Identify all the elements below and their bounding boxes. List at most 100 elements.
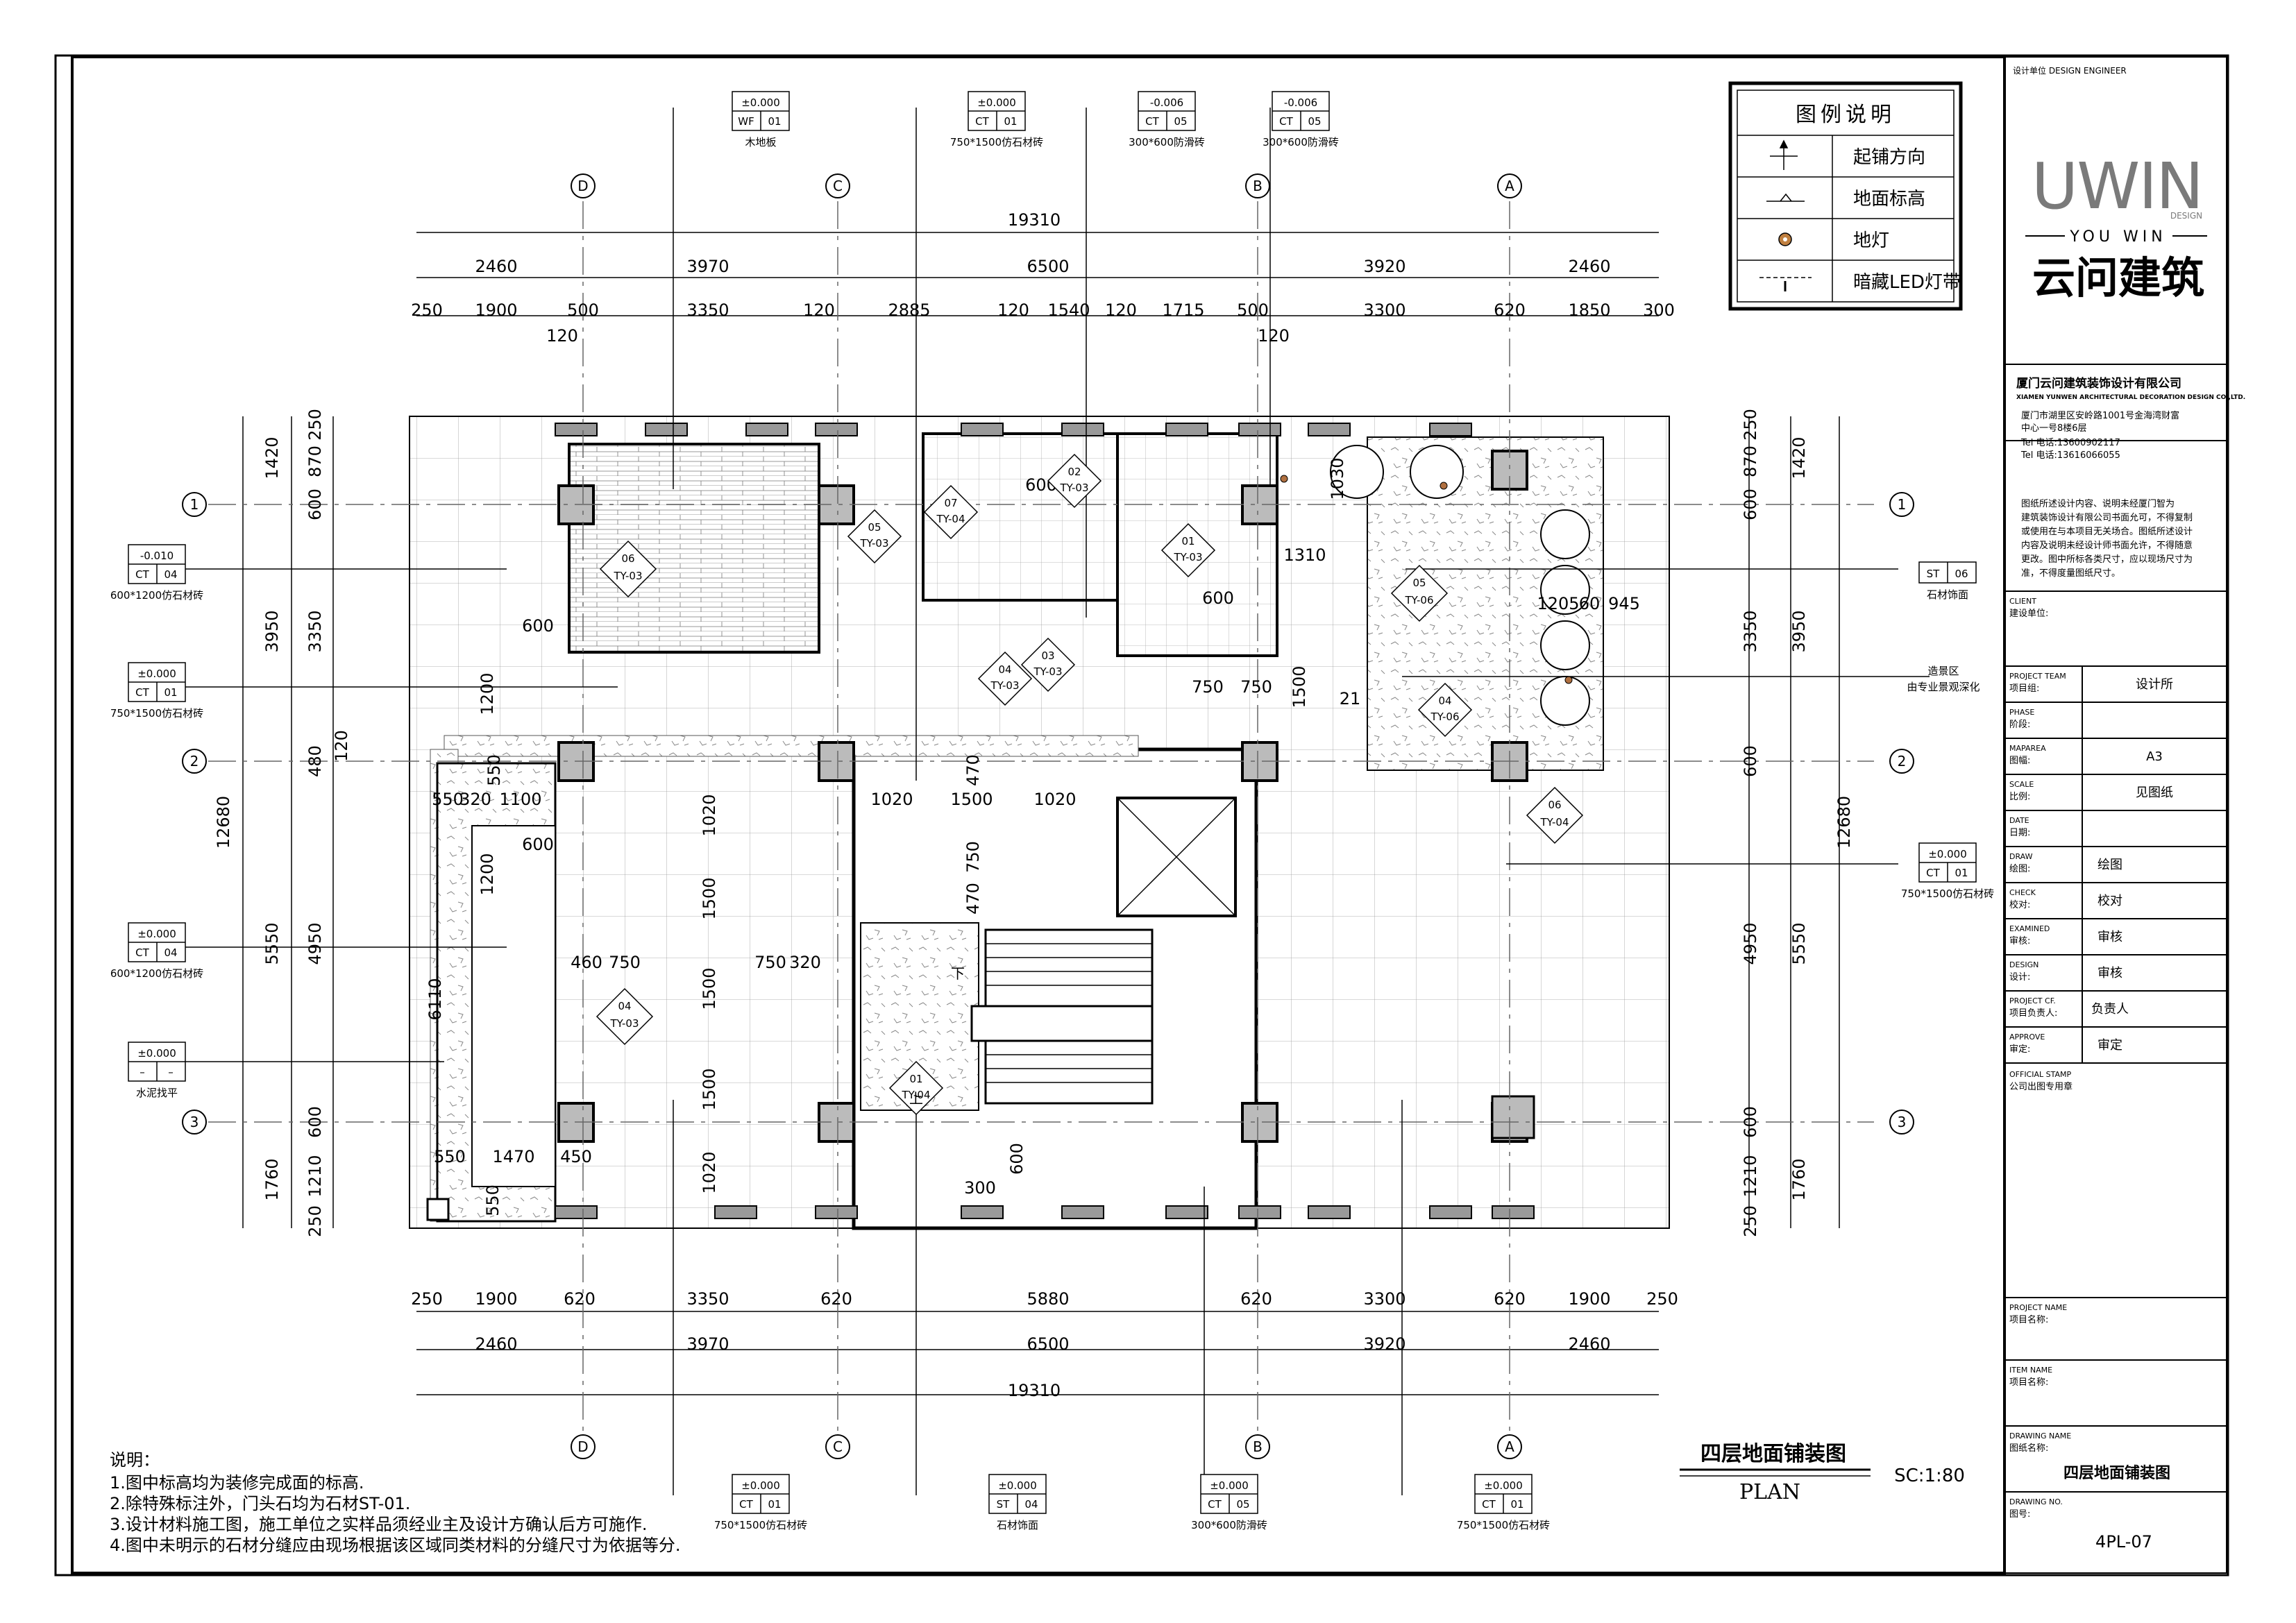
legend-title: 图例说明	[1796, 103, 1896, 127]
tag-level: ±0.000	[1928, 848, 1967, 860]
dim-top3: 3350	[686, 300, 729, 320]
dim-top3-small: 120	[546, 326, 578, 346]
tag-level: -0.010	[140, 550, 174, 562]
dim-bot1: 5880	[1027, 1289, 1069, 1309]
drawing-no-value: 4PL-07	[2095, 1532, 2152, 1552]
dim-left-inner: 250	[305, 409, 325, 441]
dim-top3: 1850	[1568, 300, 1610, 320]
tag-code: CT	[135, 946, 149, 959]
dim-top3: 2885	[888, 300, 930, 320]
row-value: 负责人	[2091, 1002, 2129, 1017]
tag-level: ±0.000	[998, 1479, 1037, 1492]
dim-bot-total: 19310	[1008, 1381, 1061, 1400]
tag-label: 600*1200仿石材砖	[110, 967, 203, 980]
dim-interior: 1310	[1283, 545, 1326, 565]
tag-label: 石材饰面	[997, 1519, 1038, 1531]
dim-interior: 600	[1202, 588, 1234, 608]
dim-left-mid: 5550	[262, 922, 282, 965]
dim-interior: 320	[459, 790, 491, 809]
dim-bot1: 620	[820, 1289, 852, 1309]
row-en: PROJECT TEAM	[2009, 672, 2066, 681]
drawing-scale: SC:1:80	[1894, 1465, 1965, 1486]
dim-interior: 60	[1579, 594, 1601, 613]
axis-top-c: C	[833, 178, 843, 194]
legend-item-label: 地灯	[1853, 230, 1889, 251]
dim-top3: 300	[1643, 300, 1675, 320]
notes-line: 2.除特殊标注外，门头石均为石材ST-01.	[110, 1494, 410, 1513]
dim-left-inner: 4950	[305, 922, 325, 965]
drawing-title-block: 四层地面铺装图 PLAN SC:1:80	[1680, 1442, 1965, 1504]
diamond-num: 07	[944, 497, 957, 509]
tag-code: CT	[1145, 115, 1159, 128]
drawing-name-cn: 图纸名称:	[2009, 1443, 2048, 1454]
dim-interior: 300	[964, 1178, 996, 1198]
tag-label: 300*600防滑砖	[1191, 1519, 1267, 1531]
diamond-num: 05	[1412, 577, 1426, 589]
copyright-line: 图纸所述设计内容、说明未经厦门智为	[2021, 498, 2175, 509]
tag-level: ±0.000	[137, 928, 176, 940]
diamond-num: 05	[868, 521, 881, 534]
dim-bot1: 3350	[686, 1289, 729, 1309]
dim-top3: 250	[411, 300, 443, 320]
tag-label: 750*1500仿石材砖	[714, 1519, 807, 1531]
row-en: PROJECT CF.	[2009, 996, 2056, 1005]
diamond-tags	[596, 453, 1584, 1116]
axis-right-2: 2	[1898, 753, 1907, 770]
dim-top3: 500	[567, 300, 599, 320]
dim-top: 2460	[1568, 257, 1610, 276]
row-en: DESIGN	[2009, 960, 2038, 969]
tag-label: 750*1500仿石材砖	[950, 136, 1043, 148]
row-cn: 日期:	[2009, 828, 2030, 838]
dim-right-inner: 600	[1741, 745, 1760, 777]
dim-top3: 1900	[475, 300, 517, 320]
dim-interior: 1500	[700, 967, 719, 1010]
stamp-en: OFFICIAL STAMP	[2009, 1070, 2071, 1079]
dim-right-mid: 5550	[1789, 922, 1809, 965]
tag-level: -0.006	[1150, 96, 1183, 109]
axis-bot-b: B	[1253, 1438, 1263, 1455]
dim-right-outer: 12680	[1834, 796, 1854, 849]
tag-label: 石材饰面	[1927, 588, 1968, 601]
dim-bot1: 620	[1494, 1289, 1526, 1309]
tag-label: 600*1200仿石材砖	[110, 589, 203, 602]
bathroom-area	[922, 432, 1119, 602]
tag-level: ±0.000	[741, 1479, 780, 1492]
corridor-stone-band	[444, 735, 1139, 757]
axis-right-3: 3	[1898, 1114, 1907, 1130]
dim-interior: 1500	[950, 790, 993, 809]
drawing-no-cn: 图号:	[2009, 1509, 2030, 1520]
dim-top3: 500	[1237, 300, 1269, 320]
row-en: DRAW	[2009, 852, 2033, 861]
row-en: PHASE	[2009, 708, 2034, 717]
diamond-code: TY-06	[1404, 594, 1433, 606]
diamond-code: TY-06	[1430, 711, 1459, 723]
dim-interior: 550	[434, 1147, 466, 1166]
tag-level: ±0.000	[741, 96, 780, 109]
diamond-code: TY-04	[901, 1089, 930, 1101]
dim-interior: 470	[963, 754, 983, 786]
tag-label: 750*1500仿石材砖	[110, 707, 203, 720]
dim-left-mid: 3950	[262, 610, 282, 652]
tag-code: –	[140, 1066, 145, 1078]
axis-right-1: 1	[1898, 496, 1907, 513]
row-value: 设计所	[2136, 677, 2173, 692]
dim-interior: 750	[1240, 677, 1272, 697]
diamond-num: 04	[1438, 695, 1451, 707]
dim-right-inner: 600	[1741, 1106, 1760, 1138]
diamond-code: TY-04	[936, 513, 965, 525]
notes-line: 3.设计材料施工图，施工单位之实样品须经业主及设计方确认后方可施作.	[110, 1515, 648, 1534]
dim-top3: 620	[1494, 300, 1526, 320]
tag-label: 木地板	[745, 136, 776, 148]
logo-cn: 云问建筑	[2032, 253, 2204, 303]
corner-drain	[426, 1198, 450, 1221]
row-value: 审核	[2097, 930, 2122, 944]
dim-bot1: 1900	[1568, 1289, 1610, 1309]
row-en: DATE	[2009, 816, 2029, 825]
dim-interior: 1500	[700, 877, 719, 919]
floor-lights	[1280, 475, 1573, 684]
drawing-title: 四层地面铺装图	[1700, 1442, 1846, 1466]
row-cn: 比例:	[2009, 792, 2030, 802]
dim-bot1: 3300	[1363, 1289, 1406, 1309]
row-value: A3	[2146, 749, 2163, 764]
tag-num: 01	[1955, 867, 1968, 879]
